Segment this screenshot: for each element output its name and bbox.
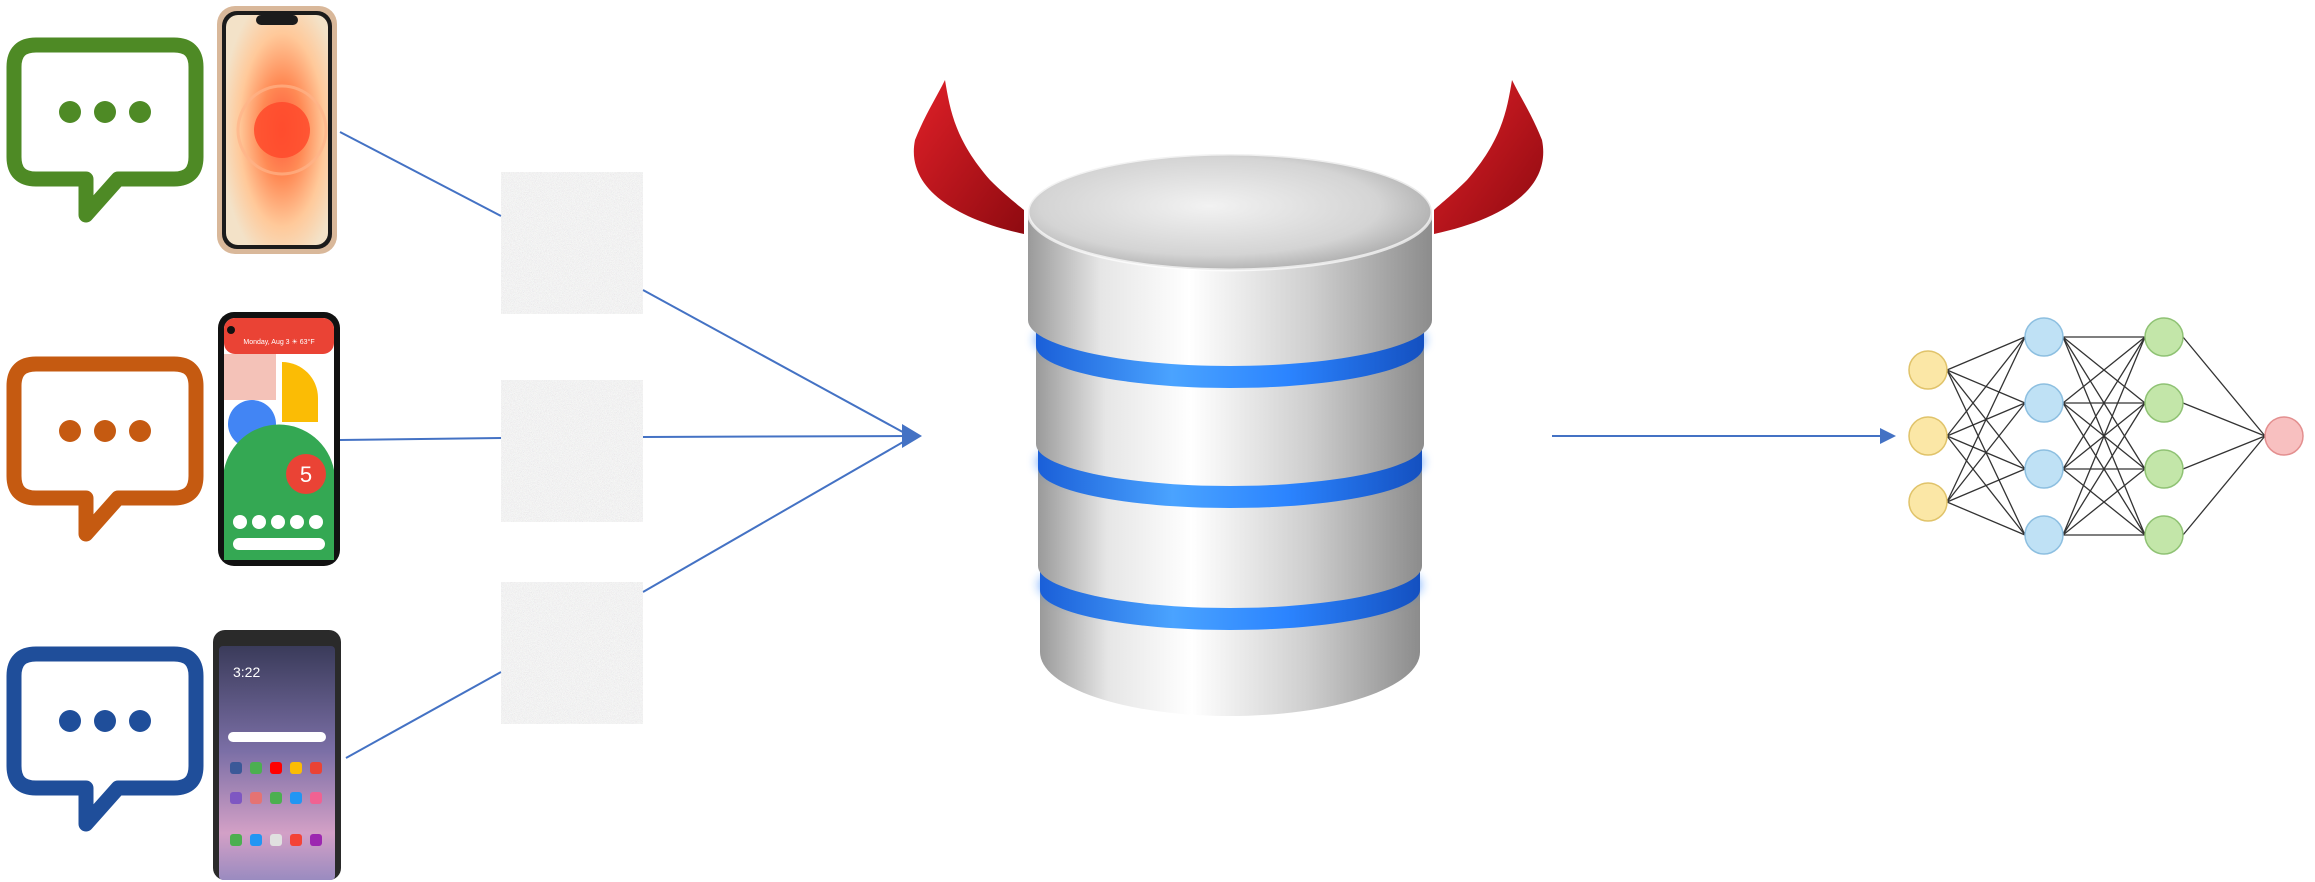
nn-node: [2144, 515, 2184, 555]
noised-update-tile: [501, 172, 643, 314]
nn-node: [1908, 482, 1948, 522]
nn-edge: [2182, 402, 2266, 437]
client-connectors: [339, 131, 911, 759]
nn-node: [2264, 416, 2304, 456]
nn-node: [1908, 416, 1948, 456]
output-arrow-head: [1880, 428, 1896, 444]
nn-edge: [2182, 435, 2266, 470]
nn-edge: [1946, 468, 2026, 503]
android-phone-icon: 3:22: [213, 630, 341, 880]
nn-edge: [2182, 336, 2266, 437]
nn-edge: [2062, 468, 2146, 536]
nn-node: [2144, 317, 2184, 357]
chat-bubble-icon: [6, 356, 204, 542]
nn-node: [1908, 350, 1948, 390]
nn-edge: [1946, 336, 2026, 437]
nn-node: [2144, 383, 2184, 423]
aggregation-arrow-head: [902, 424, 922, 448]
nn-edge: [1946, 336, 2026, 371]
noised-update-tile: [501, 380, 643, 522]
devil-horns-icon: [1434, 80, 1544, 234]
pixel-date-text: Monday, Aug 3 ☀ 63°F: [243, 338, 314, 346]
pixel-5-phone-icon: Monday, Aug 3 ☀ 63°F 5: [218, 312, 340, 566]
nn-edge: [2062, 336, 2146, 470]
nn-edge: [2062, 336, 2146, 404]
chat-bubble-icon: [6, 646, 204, 832]
nn-edge: [1946, 336, 2026, 503]
malicious-database-icon: [913, 80, 1544, 716]
nn-node: [2024, 449, 2064, 489]
nn-edge: [1946, 501, 2026, 536]
nn-edge: [2062, 336, 2146, 536]
nn-node: [2024, 515, 2064, 555]
lg-time-text: 3:22: [233, 664, 260, 680]
nn-node: [2144, 449, 2184, 489]
nn-node: [2024, 383, 2064, 423]
nn-edge: [2182, 435, 2266, 536]
chat-bubble-icon: [6, 37, 204, 223]
pixel-badge-text: 5: [300, 462, 312, 487]
devil-horns-icon: [913, 80, 1024, 234]
nn-edge: [1946, 402, 2026, 503]
neural-network-icon: [1908, 317, 2304, 555]
iphone-orange-icon: [217, 6, 337, 254]
noised-update-tile: [501, 582, 643, 724]
nn-node: [2024, 317, 2064, 357]
nn-edge: [2062, 402, 2146, 536]
